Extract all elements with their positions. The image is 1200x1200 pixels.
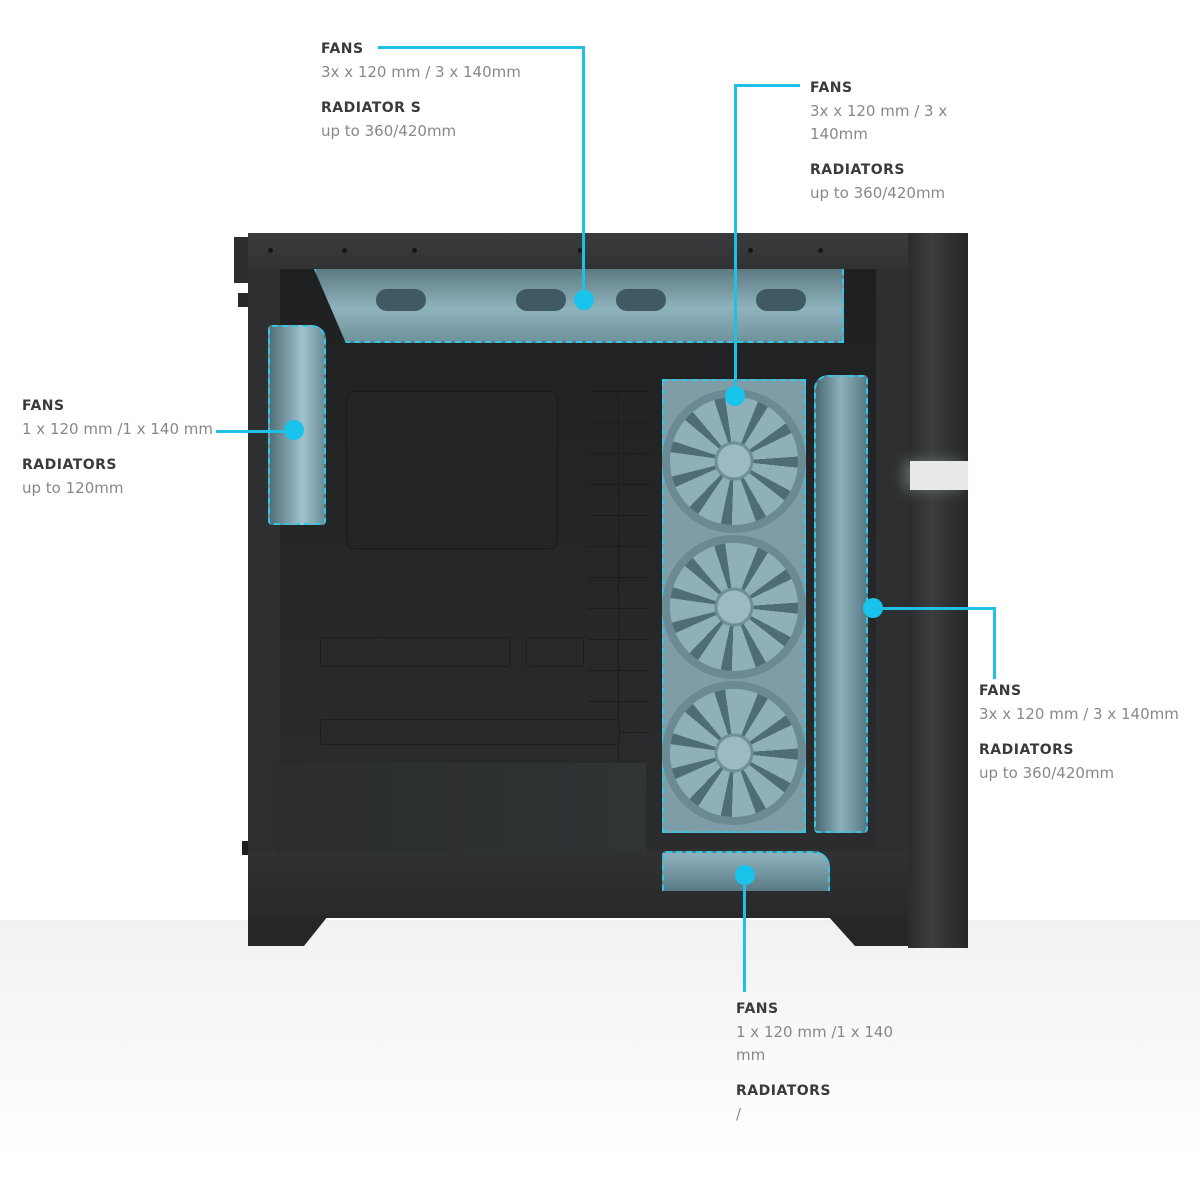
case-foot-left — [248, 916, 328, 946]
screw-icon — [578, 248, 583, 253]
fan-icon — [670, 543, 798, 671]
fans-title: FANS — [736, 1001, 779, 1017]
screw-icon — [342, 248, 347, 253]
connector-line-front — [993, 607, 996, 679]
case-front-panel — [908, 233, 968, 948]
pc-case — [234, 233, 968, 948]
screw-icon — [268, 248, 273, 253]
radiators-value: up to 360/420mm — [810, 184, 946, 202]
fans-value-cont: 140mm — [810, 125, 868, 143]
fan-icon — [616, 289, 666, 311]
case-rear-port-lower — [242, 841, 250, 855]
fans-title: FANS — [810, 80, 853, 96]
case-rear-port — [238, 293, 250, 307]
expansion-bracket — [320, 719, 620, 745]
screw-icon — [748, 248, 753, 253]
connector-line-front — [873, 607, 995, 610]
callout-rear: FANS 1 x 120 mm /1 x 140 mm RADIATORS up… — [22, 395, 213, 500]
radiators-title: RADIATORS — [22, 457, 118, 473]
radiators-value: up to 120mm — [22, 479, 124, 497]
callout-front: FANS 3x x 120 mm / 3 x 140mm RADIATORS u… — [979, 680, 1179, 785]
fans-value: 3x x 120 mm / 3 x — [810, 102, 948, 120]
case-rear-lip — [234, 237, 250, 283]
fans-title: FANS — [979, 683, 1022, 699]
marker-dot-rear — [284, 420, 304, 440]
case-foot-right — [828, 916, 918, 946]
expansion-bracket — [320, 637, 510, 667]
fans-value: 1 x 120 mm /1 x 140 — [736, 1023, 893, 1041]
connector-line-middle — [734, 84, 800, 87]
fans-value: 1 x 120 mm /1 x 140 mm — [22, 420, 213, 438]
fans-value-cont: mm — [736, 1046, 766, 1064]
marker-dot-middle — [725, 386, 745, 406]
radiators-title: RADIATORS — [810, 162, 906, 178]
connector-line-top — [378, 46, 584, 49]
cable-management-grid — [588, 383, 650, 763]
fans-title: FANS — [22, 398, 65, 414]
front-light-bar — [910, 461, 968, 490]
connector-line-rear — [216, 430, 292, 433]
fan-icon — [516, 289, 566, 311]
middle-fan-zone — [662, 379, 806, 833]
fan-icon — [376, 289, 426, 311]
fan-icon — [670, 397, 798, 525]
callout-middle: FANS 3x x 120 mm / 3 x 140mm RADIATORS u… — [810, 77, 947, 205]
radiators-value: up to 360/420mm — [979, 764, 1115, 782]
fans-title: FANS — [321, 41, 364, 57]
radiators-value: up to 360/420mm — [321, 122, 457, 140]
radiators-title: RADIATOR S — [321, 100, 422, 116]
expansion-bracket — [526, 637, 584, 667]
fans-value: 3x x 120 mm / 3 x 140mm — [979, 705, 1179, 723]
motherboard-cutout — [346, 391, 558, 549]
radiators-value: / — [736, 1105, 742, 1123]
marker-dot-top — [574, 290, 594, 310]
radiators-title: RADIATORS — [736, 1083, 832, 1099]
connector-line-bottom — [743, 872, 746, 992]
connector-line-top — [582, 46, 585, 300]
screw-icon — [818, 248, 823, 253]
fans-value: 3x x 120 mm / 3 x 140mm — [321, 63, 521, 81]
front-fan-zone — [814, 375, 868, 833]
fan-icon — [756, 289, 806, 311]
screw-icon — [412, 248, 417, 253]
radiators-title: RADIATORS — [979, 742, 1075, 758]
case-top-rail — [248, 233, 912, 269]
psu-shroud — [276, 763, 646, 853]
connector-line-middle — [734, 84, 737, 396]
callout-top: FANS 3x x 120 mm / 3 x 140mm RADIATOR S … — [321, 38, 521, 143]
fan-icon — [670, 689, 798, 817]
callout-bottom: FANS 1 x 120 mm /1 x 140 mm RADIATORS / — [736, 998, 893, 1126]
floor-shadow — [0, 920, 1200, 1160]
